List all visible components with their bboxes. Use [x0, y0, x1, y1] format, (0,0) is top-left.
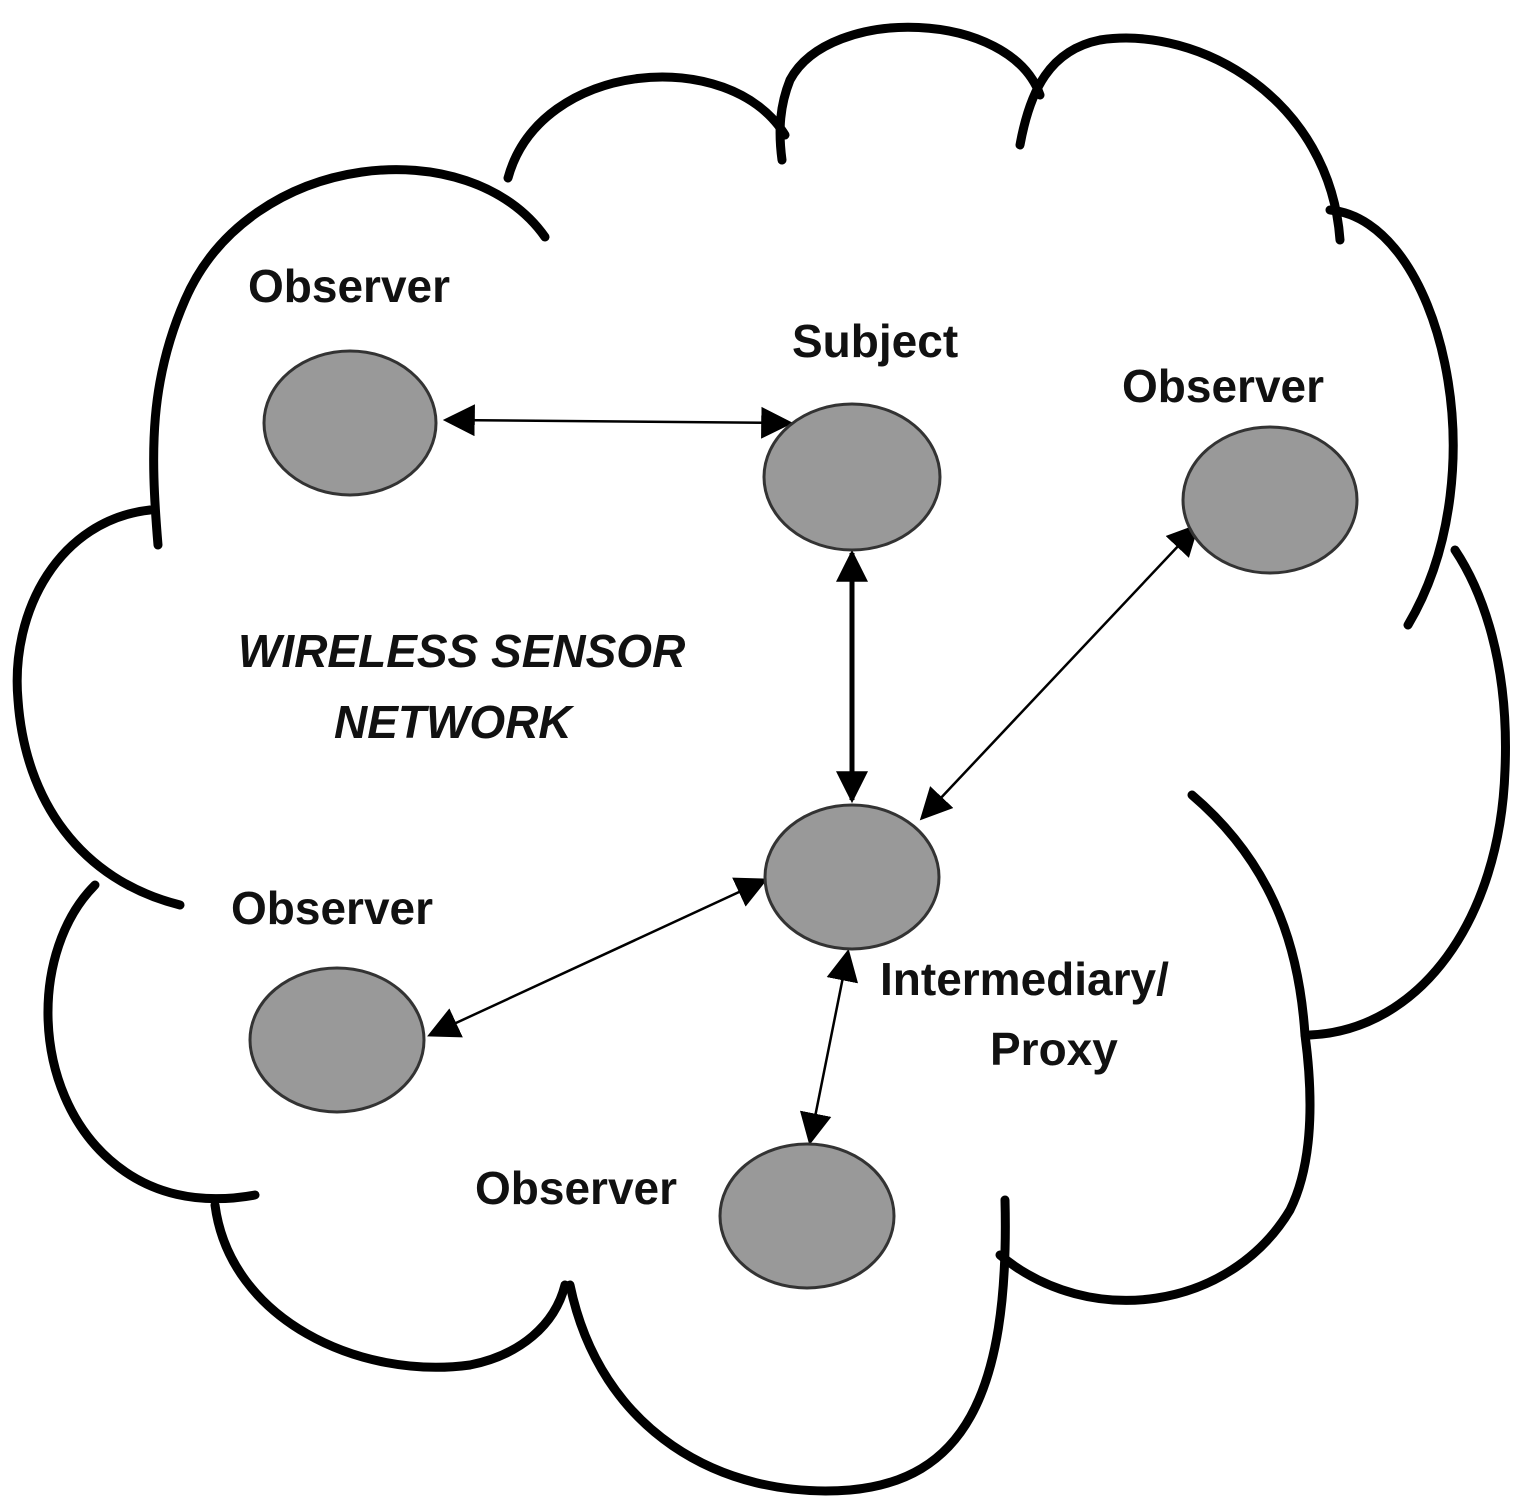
label-intermediary-line1: Intermediary/	[880, 953, 1169, 1005]
network-title-line1: WIRELESS SENSOR	[238, 625, 685, 677]
label-observer-right: Observer	[1122, 360, 1324, 412]
labels: Observer Subject Observer Observer Obser…	[231, 260, 1324, 1214]
node-observer-bottom	[718, 1142, 896, 1290]
label-observer-top-left: Observer	[248, 260, 450, 312]
network-title-line2: NETWORK	[334, 696, 574, 748]
link-intermediary-observer-bottom	[799, 948, 859, 1146]
link-intermediary-observer-bottom-left	[427, 877, 768, 1038]
link-intermediary-observer-right	[919, 523, 1200, 821]
node-observer-top-left	[262, 349, 438, 497]
link-observer-subject	[442, 404, 794, 439]
cloud-outline	[12, 22, 1510, 1496]
connections	[427, 404, 1200, 1146]
label-observer-bottom-left: Observer	[231, 882, 433, 934]
node-observer-right	[1181, 425, 1359, 575]
label-observer-bottom: Observer	[475, 1162, 677, 1214]
node-subject	[762, 402, 942, 552]
nodes	[248, 349, 1359, 1290]
node-observer-bottom-left	[248, 966, 426, 1114]
node-intermediary	[763, 803, 941, 951]
label-subject: Subject	[792, 315, 958, 367]
label-intermediary-line2: Proxy	[990, 1023, 1118, 1075]
